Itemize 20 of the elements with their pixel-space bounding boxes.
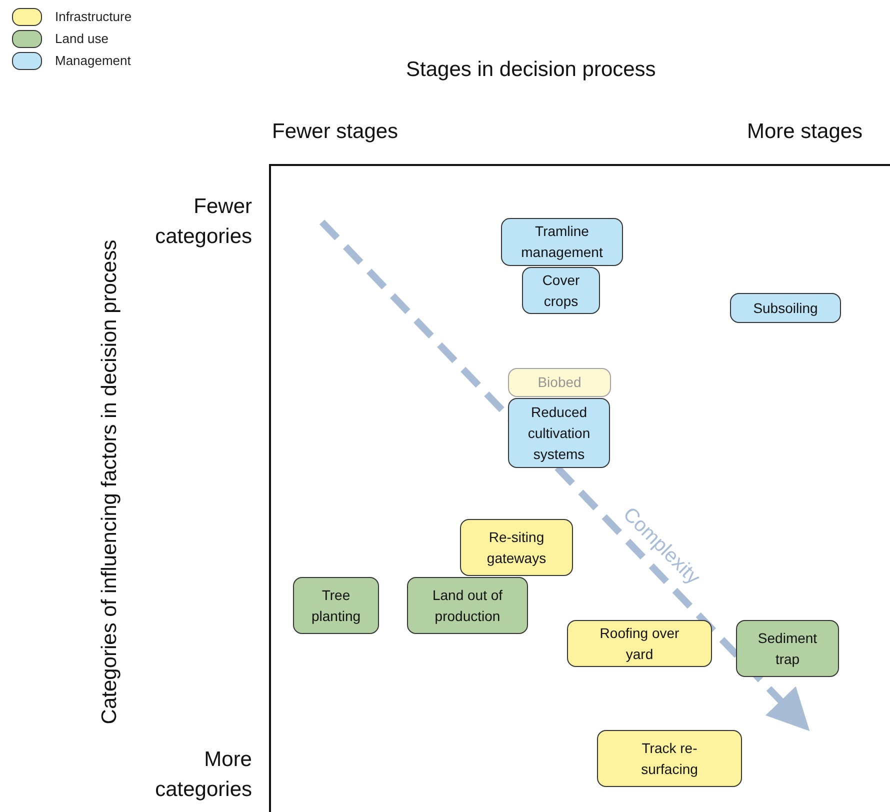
category-box: Biobed — [508, 368, 611, 397]
category-box: Cover crops — [522, 267, 600, 314]
axis-end-label: More categories — [154, 747, 252, 803]
category-box: Land out of production — [407, 577, 528, 634]
category-box: Tree planting — [293, 577, 379, 634]
legend-label: Infrastructure — [55, 9, 132, 24]
axis-end-label: Fewer stages — [272, 120, 398, 144]
category-box: Track re-surfacing — [597, 730, 742, 787]
legend-label: Management — [55, 53, 131, 68]
category-box: Subsoiling — [730, 293, 841, 323]
category-box: Roofing over yard — [567, 620, 712, 667]
category-box: Reduced cultivation systems — [508, 398, 610, 468]
axis-end-label: More stages — [747, 120, 863, 144]
axis-title: Categories of influencing factors in decision process — [98, 238, 122, 726]
legend-label: Land use — [55, 31, 108, 46]
category-box: Re-siting gateways — [460, 519, 573, 576]
axis-title: Stages in decision process — [406, 58, 656, 82]
category-box: Sediment trap — [736, 620, 839, 677]
category-box: Tramline management — [501, 218, 623, 266]
axis-end-label: Fewer categories — [154, 194, 252, 250]
